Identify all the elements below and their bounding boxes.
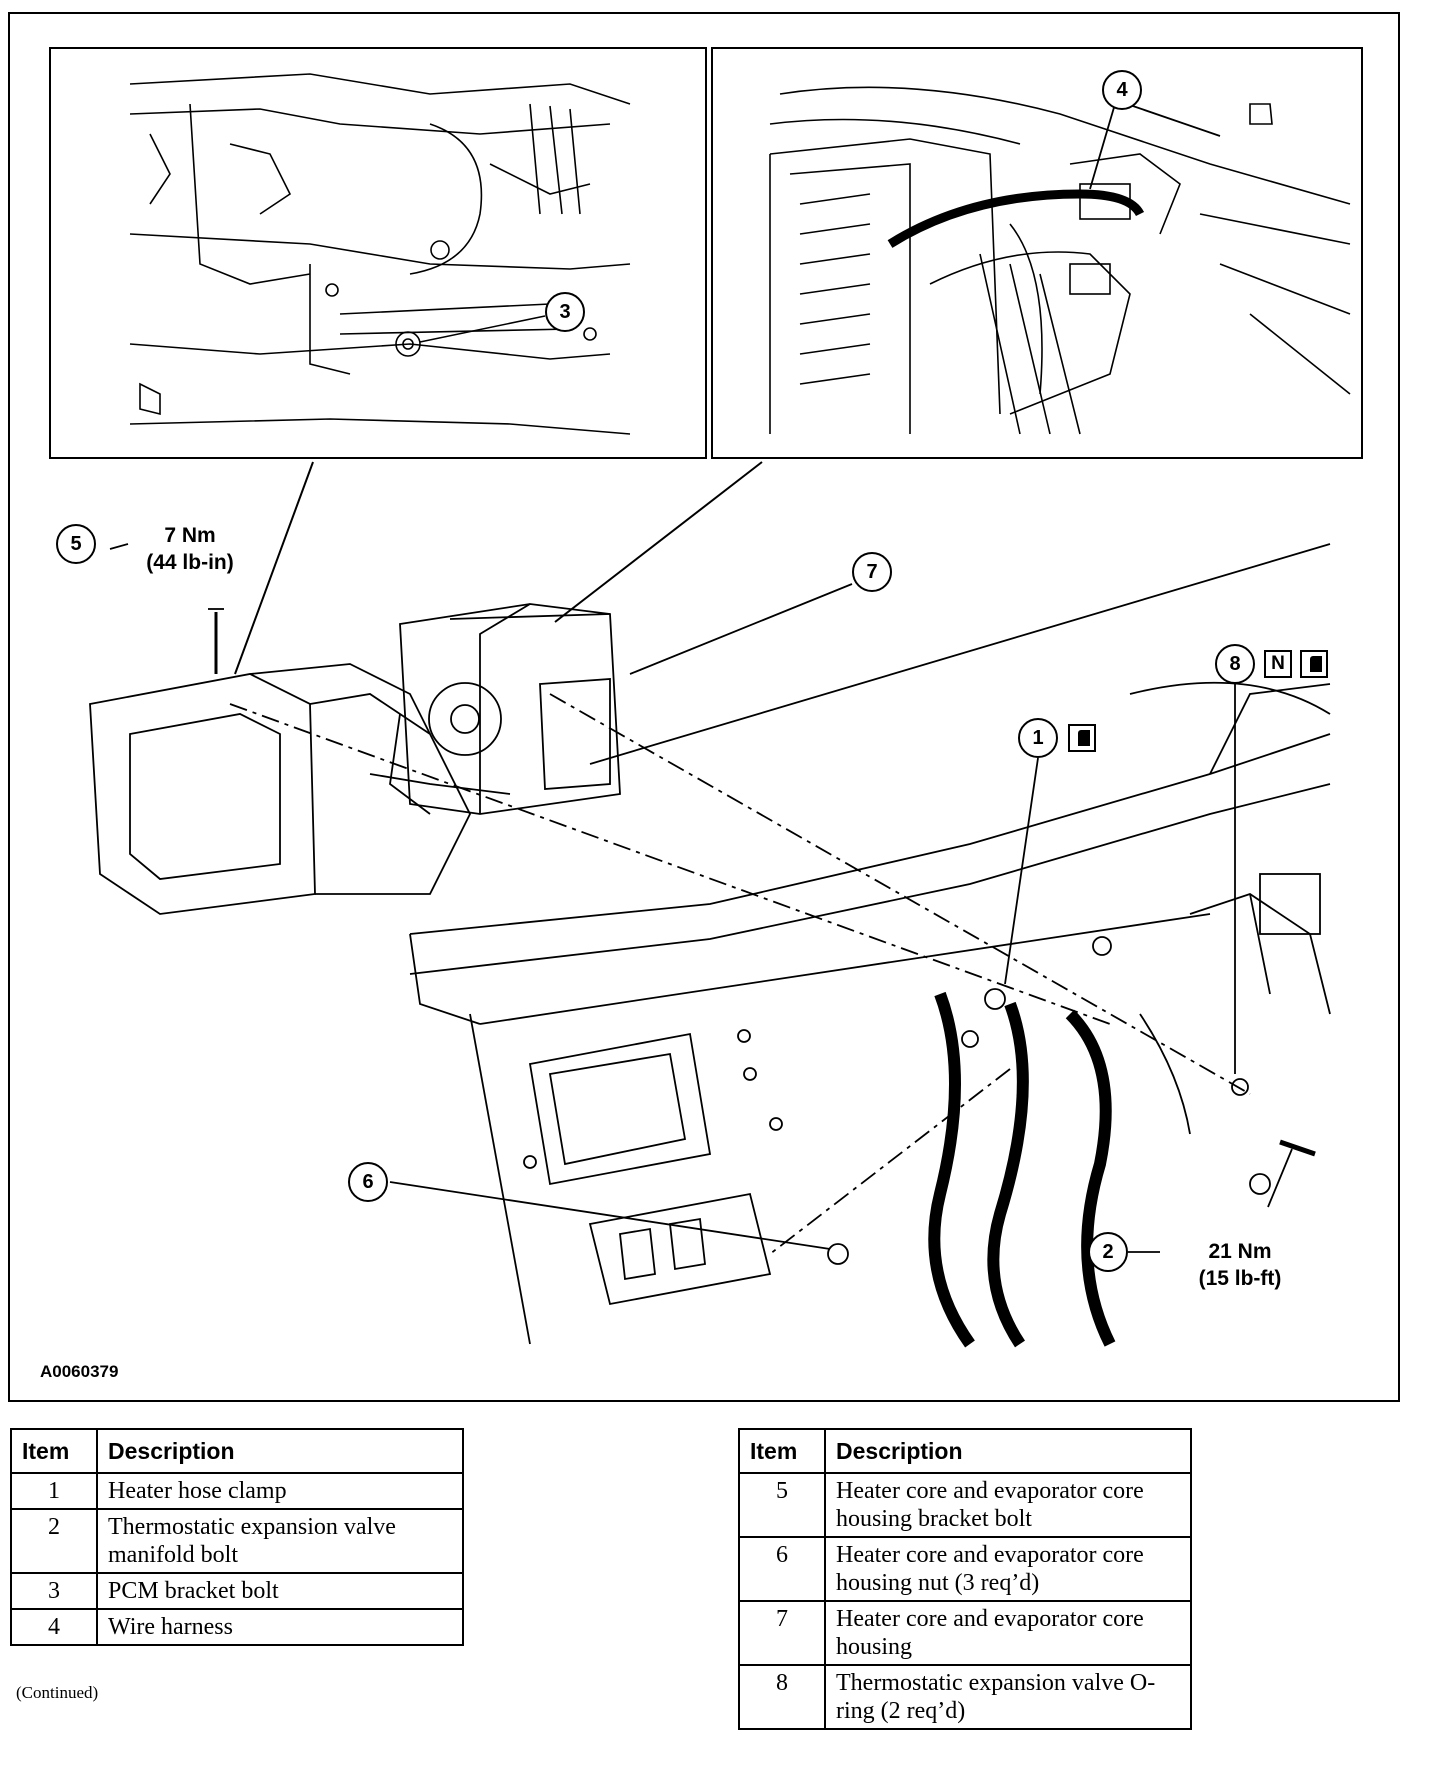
callout-3: 3 <box>545 292 585 332</box>
inset-left-frame <box>49 47 707 459</box>
leader-5 <box>109 543 129 550</box>
items-table-right: Item Description 5 Heater core and evapo… <box>738 1428 1192 1730</box>
torque-spec-5: 7 Nm (44 lb-in) <box>120 522 260 576</box>
item-description: PCM bracket bolt <box>96 1572 464 1610</box>
callout-5: 5 <box>56 524 96 564</box>
table-row: 5 Heater core and evaporator core housin… <box>738 1472 1192 1538</box>
torque-spec-2: 21 Nm (15 lb-ft) <box>1170 1238 1310 1292</box>
header-item: Item <box>738 1428 826 1474</box>
torque-5-imperial: (44 lb-in) <box>146 551 234 574</box>
lubricate-icon <box>1310 656 1322 672</box>
table-header-row: Item Description <box>738 1428 1192 1474</box>
table-row: 4 Wire harness <box>10 1608 464 1646</box>
item-description: Wire harness <box>96 1608 464 1646</box>
item-number: 2 <box>10 1508 98 1574</box>
callout-1: 1 <box>1018 718 1058 758</box>
items-table-left: Item Description 1 Heater hose clamp 2 T… <box>10 1428 464 1646</box>
inset-right-frame <box>711 47 1363 459</box>
item-number: 7 <box>738 1600 826 1666</box>
table-row: 1 Heater hose clamp <box>10 1472 464 1510</box>
torque-2-nm: 21 Nm <box>1208 1240 1272 1263</box>
leader-7 <box>629 583 853 675</box>
callout-4: 4 <box>1102 70 1142 110</box>
inset-left-drawing <box>129 73 631 435</box>
item-number: 3 <box>10 1572 98 1610</box>
torque-2-imperial: (15 lb-ft) <box>1198 1267 1282 1290</box>
item-description: Thermostatic expansion valve O-ring (2 r… <box>824 1664 1192 1730</box>
item-number: 5 <box>738 1472 826 1538</box>
exploded-view-figure: 3 4 5 7 8 1 6 2 7 Nm (44 lb-in) 21 Nm (1… <box>8 12 1400 1402</box>
header-description: Description <box>824 1428 1192 1474</box>
leader-1 <box>1004 757 1039 985</box>
item-description: Heater hose clamp <box>96 1472 464 1510</box>
new-part-symbol: N <box>1264 650 1292 678</box>
main-drawing <box>89 103 1331 1348</box>
item-number: 4 <box>10 1608 98 1646</box>
inset-right-drawing <box>769 86 1351 435</box>
torque-5-nm: 7 Nm <box>164 524 216 547</box>
table-header-row: Item Description <box>10 1428 464 1474</box>
leader-inset-left <box>234 461 314 675</box>
leader-4a <box>1089 103 1116 190</box>
line-drawing <box>49 47 1363 1348</box>
leader-6 <box>389 1181 831 1250</box>
item-description: Thermostatic expansion valve manifold bo… <box>96 1508 464 1574</box>
table-row: 3 PCM bracket bolt <box>10 1572 464 1610</box>
leader-inset-right <box>554 461 763 623</box>
item-number: 1 <box>10 1472 98 1510</box>
continued-note: (Continued) <box>16 1683 99 1702</box>
table-row: 6 Heater core and evaporator core housin… <box>738 1536 1192 1602</box>
item-description: Heater core and evaporator core housing … <box>824 1536 1192 1602</box>
table-row: 2 Thermostatic expansion valve manifold … <box>10 1508 464 1574</box>
header-item: Item <box>10 1428 98 1474</box>
lubricate-symbol-8 <box>1300 650 1328 678</box>
leader-4b <box>1126 103 1221 137</box>
callout-7: 7 <box>852 552 892 592</box>
callout-8: 8 <box>1215 644 1255 684</box>
item-description: Heater core and evaporator core housing … <box>824 1472 1192 1538</box>
figure-id: A0060379 <box>40 1362 119 1381</box>
item-number: 6 <box>738 1536 826 1602</box>
callout-6: 6 <box>348 1162 388 1202</box>
lubricate-icon <box>1078 730 1090 746</box>
callout-2: 2 <box>1088 1232 1128 1272</box>
header-description: Description <box>96 1428 464 1474</box>
table-row: 7 Heater core and evaporator core housin… <box>738 1600 1192 1666</box>
table-row: 8 Thermostatic expansion valve O-ring (2… <box>738 1664 1192 1730</box>
item-number: 8 <box>738 1664 826 1730</box>
item-description: Heater core and evaporator core housing <box>824 1600 1192 1666</box>
lubricate-symbol-1 <box>1068 724 1096 752</box>
leader-2-bolt <box>1267 1148 1293 1208</box>
